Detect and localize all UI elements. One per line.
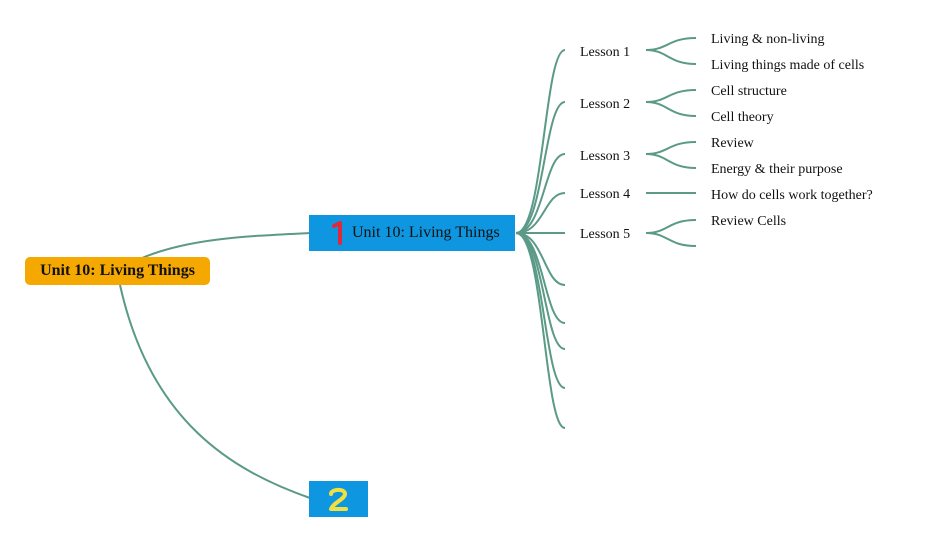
- priority-2-icon: [329, 487, 348, 511]
- connector-main-1-child-2: [515, 101, 566, 234]
- topic-cell-theory[interactable]: Cell theory: [711, 110, 774, 125]
- main-topic-2[interactable]: [309, 481, 368, 517]
- topic-review-cells[interactable]: Review Cells: [711, 214, 787, 229]
- topic-living-things-cells[interactable]: Living things made of cells: [711, 58, 865, 73]
- lesson-5[interactable]: Lesson 5: [580, 227, 631, 242]
- priority-1-icon: [332, 221, 342, 245]
- lesson-2[interactable]: Lesson 2: [580, 97, 631, 112]
- main-topic-1-label: Unit 10: Living Things: [352, 224, 500, 241]
- connector-lesson-5-topic-1: [645, 219, 697, 234]
- topic-living-non-living[interactable]: Living & non-living: [711, 32, 825, 47]
- main-topic-1[interactable]: Unit 10: Living Things: [309, 215, 515, 251]
- connector-lesson-3-topic-1: [645, 141, 697, 155]
- connector-main-1-child-3: [515, 153, 566, 234]
- connector-lesson-3-topic-2: [645, 153, 697, 169]
- connector-lesson-2-topic-1: [645, 89, 697, 103]
- connector-main-1-child-4: [515, 192, 566, 234]
- topic-energy-purpose[interactable]: Energy & their purpose: [711, 162, 843, 177]
- root-topic[interactable]: Unit 10: Living Things: [25, 257, 210, 285]
- topic-review[interactable]: Review: [711, 136, 754, 151]
- connector-lesson-5-topic-2: [645, 232, 697, 247]
- root-topic-label: Unit 10: Living Things: [40, 262, 195, 279]
- connector-root-main-1: [141, 232, 311, 259]
- connector-lesson-1-topic-1: [645, 37, 697, 51]
- topic-cell-structure[interactable]: Cell structure: [711, 84, 787, 99]
- connector-lesson-1-topic-2: [645, 49, 697, 65]
- connector-main-1-child-1: [515, 49, 566, 234]
- topic-cells-work-together[interactable]: How do cells work together?: [711, 188, 873, 203]
- lesson-1[interactable]: Lesson 1: [580, 45, 631, 60]
- connector-root-main-2: [119, 284, 311, 499]
- lesson-4[interactable]: Lesson 4: [580, 187, 631, 202]
- connector-lesson-2-topic-2: [645, 101, 697, 117]
- lesson-3[interactable]: Lesson 3: [580, 149, 631, 164]
- connector-main-1-child-10: [515, 232, 566, 429]
